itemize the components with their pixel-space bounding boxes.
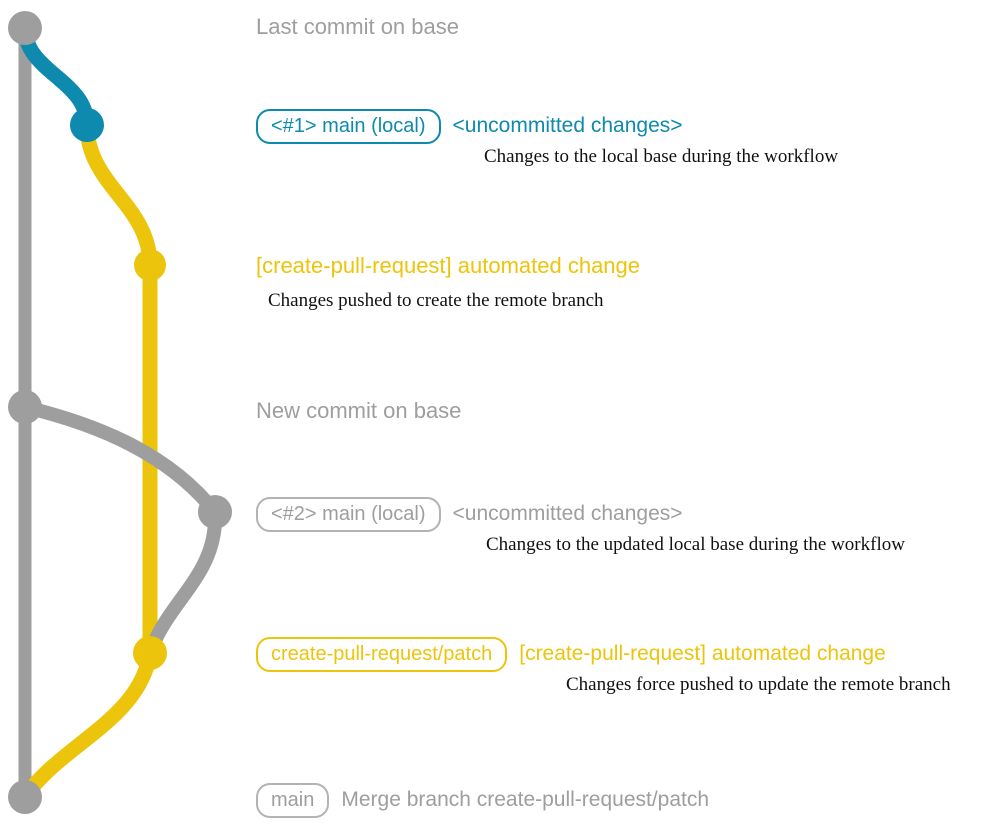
- note-local-2: Changes to the updated local base during…: [486, 534, 905, 555]
- note-remote-create: Changes pushed to create the remote bran…: [268, 290, 604, 311]
- edge-base-to-local1: [17, 20, 95, 133]
- commit-node-remote-patch: [133, 636, 167, 670]
- branch-badge-main[interactable]: main: [256, 783, 330, 818]
- commit-node-remote-create: [134, 249, 166, 281]
- branch-badge-local-2[interactable]: <#2> main (local): [256, 497, 441, 532]
- entry-local-2: <#2> main (local) <uncommitted changes>: [256, 497, 683, 532]
- commit-subject-local-1: <uncommitted changes>: [452, 114, 683, 137]
- note-remote-patch: Changes force pushed to update the remot…: [566, 674, 951, 695]
- entry-merge: main Merge branch create-pull-request/pa…: [256, 783, 709, 818]
- commit-node-base-new: [8, 390, 42, 424]
- commit-node-local-2: [198, 495, 232, 529]
- commit-subject-local-2: <uncommitted changes>: [452, 502, 683, 525]
- headline-remote-create: [create-pull-request] automated change: [256, 253, 641, 278]
- headline-new-commit-on-base: New commit on base: [256, 398, 462, 423]
- commit-node-local-1: [70, 108, 104, 142]
- entry-local-1: <#1> main (local) <uncommitted changes>: [256, 109, 683, 144]
- edge-local2-to-remote2: [143, 505, 223, 660]
- commit-node-merge: [8, 780, 42, 814]
- headline-last-commit-on-base: Last commit on base: [256, 14, 459, 39]
- commit-subject-merge: Merge branch create-pull-request/patch: [341, 788, 710, 811]
- branch-badge-create-pull-request-patch[interactable]: create-pull-request/patch: [256, 637, 508, 672]
- branch-badge-local-1[interactable]: <#1> main (local): [256, 109, 441, 144]
- edge-remote2-to-merge: [17, 645, 158, 805]
- edge-base-to-local2: [18, 400, 222, 519]
- commit-node-base-last: [8, 11, 42, 45]
- git-branch-graph: [8, 11, 232, 814]
- edge-local1-to-remote1: [79, 117, 158, 273]
- commit-subject-remote-patch: [create-pull-request] automated change: [519, 642, 886, 665]
- entry-remote-patch: create-pull-request/patch [create-pull-r…: [256, 637, 886, 672]
- note-local-1: Changes to the local base during the wor…: [484, 146, 839, 167]
